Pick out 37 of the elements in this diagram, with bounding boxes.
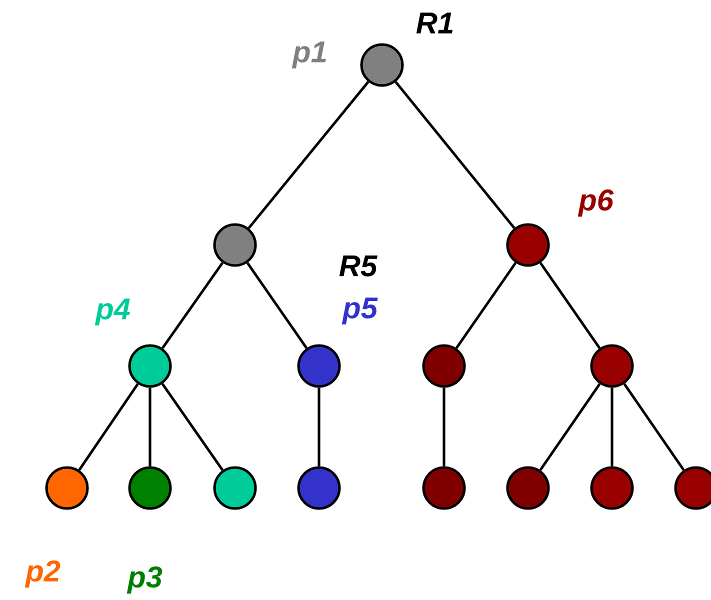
- tree-edge: [455, 262, 517, 349]
- tree-edge: [442, 388, 446, 466]
- tree-edge: [623, 383, 685, 471]
- tree-node: [506, 466, 550, 510]
- tree-node: [213, 223, 257, 267]
- node-label: p4: [94, 298, 130, 326]
- tree-edge: [539, 383, 601, 471]
- tree-node: [128, 466, 172, 510]
- tree-edge: [248, 81, 370, 229]
- tree-edge: [148, 388, 152, 466]
- tree-edge: [610, 388, 614, 466]
- node-label: p3: [126, 566, 162, 594]
- tree-node: [45, 466, 89, 510]
- tree-edge: [161, 383, 224, 471]
- tree-node: [360, 43, 404, 87]
- node-label: p1: [292, 42, 326, 68]
- tree-edge: [394, 81, 516, 229]
- node-label: p6: [578, 189, 614, 217]
- tree-edge: [246, 262, 308, 349]
- tree-edge: [539, 262, 601, 349]
- tree-node: [590, 466, 634, 510]
- tree-edge: [161, 262, 224, 349]
- tree-node: [422, 344, 466, 388]
- tree-node: [297, 344, 341, 388]
- tree-edge: [78, 383, 139, 471]
- tree-edge: [318, 388, 320, 466]
- node-label: R5: [339, 256, 378, 276]
- node-label: R1: [416, 12, 453, 34]
- tree-node: [506, 223, 550, 267]
- tree-node: [128, 344, 172, 388]
- node-label: p2: [24, 560, 60, 588]
- tree-node: [590, 344, 634, 388]
- node-label: p5: [342, 298, 378, 324]
- tree-node: [297, 466, 341, 510]
- tree-node: [213, 466, 257, 510]
- tree-node: [674, 466, 711, 510]
- tree-node: [422, 466, 466, 510]
